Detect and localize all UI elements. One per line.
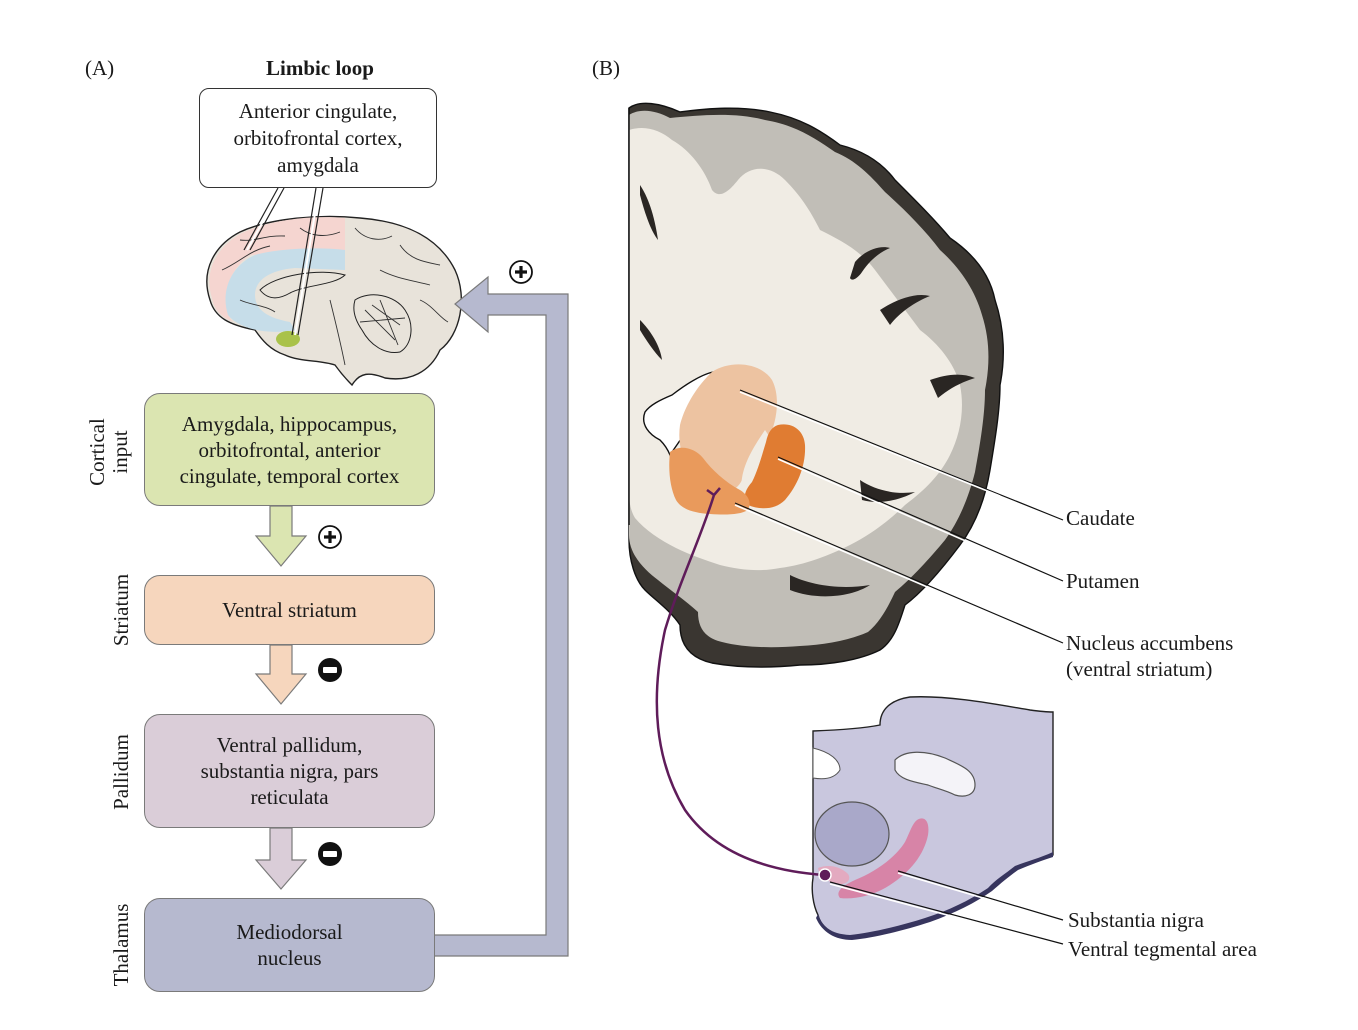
cerebral-aqueduct — [894, 751, 976, 797]
box-text: Ventral striatum — [222, 598, 357, 622]
arrow-pallidum-to-thalamus — [254, 827, 308, 890]
cingulate-region — [225, 248, 345, 332]
substantia-nigra — [838, 818, 929, 899]
label-putamen: Putamen — [1066, 569, 1140, 593]
label-line: (ventral striatum) — [1066, 657, 1213, 681]
putamen — [744, 424, 806, 509]
sagittal-brain-illustration — [206, 187, 462, 387]
arrow-striatum-to-pallidum — [254, 644, 308, 705]
box-text: substantia nigra, pars — [200, 759, 379, 783]
diagram-title: Limbic loop — [266, 56, 374, 80]
dopamine-pathway — [655, 487, 832, 882]
side-label-thalamus: Thalamus — [109, 903, 133, 987]
side-label-line: input — [108, 430, 132, 474]
side-label-line: Cortical — [85, 418, 109, 486]
minus-sign-icon — [318, 658, 342, 682]
midbrain-section — [811, 696, 1054, 940]
box-text: cingulate, temporal cortex — [179, 463, 400, 488]
frontal-region — [209, 217, 345, 322]
callout-line: orbitofrontal cortex, — [233, 125, 403, 150]
nucleus-accumbens — [669, 447, 750, 515]
label-line: Nucleus accumbens — [1066, 631, 1234, 655]
leader-lines — [734, 389, 1064, 945]
arrow-cortical-to-striatum — [254, 505, 308, 567]
side-label-cortical-input: Cortical input — [85, 397, 136, 507]
panel-b-label: (B) — [592, 56, 620, 80]
plus-sign-icon — [318, 525, 342, 549]
box-text: nucleus — [257, 946, 322, 970]
box-text: Ventral pallidum, — [216, 733, 363, 757]
label-nucleus-accumbens: Nucleus accumbens (ventral striatum) — [1066, 630, 1233, 682]
pallidum-box: Ventral pallidum, substantia nigra, pars… — [144, 714, 435, 828]
arrow-thalamus-to-cortex — [433, 275, 569, 957]
box-text: Mediodorsal — [236, 920, 343, 944]
box-text: Amygdala, hippocampus, — [181, 411, 398, 436]
callout-line: amygdala — [277, 152, 359, 177]
amygdala-region — [276, 331, 300, 347]
panel-a-label: (A) — [85, 56, 115, 80]
label-substantia-nigra: Substantia nigra — [1068, 908, 1204, 932]
box-text: orbitofrontal, anterior — [198, 437, 381, 462]
plus-sign-icon — [509, 260, 533, 284]
striatum-box: Ventral striatum — [144, 575, 435, 645]
label-caudate: Caudate — [1066, 506, 1135, 530]
thalamus-box: Mediodorsal nucleus — [144, 898, 435, 992]
coronal-brain-section — [628, 102, 1004, 668]
cortical-regions-callout: Anterior cingulate, orbitofrontal cortex… — [199, 88, 437, 188]
box-text: reticulata — [250, 785, 329, 809]
side-label-pallidum: Pallidum — [109, 734, 133, 810]
cerebral-peduncle — [814, 801, 890, 867]
minus-sign-icon — [318, 842, 342, 866]
cortical-input-box: Amygdala, hippocampus, orbitofrontal, an… — [144, 393, 435, 506]
callout-line: Anterior cingulate, — [238, 98, 398, 123]
side-label-striatum: Striatum — [109, 573, 133, 647]
label-ventral-tegmental-area: Ventral tegmental area — [1068, 937, 1257, 961]
